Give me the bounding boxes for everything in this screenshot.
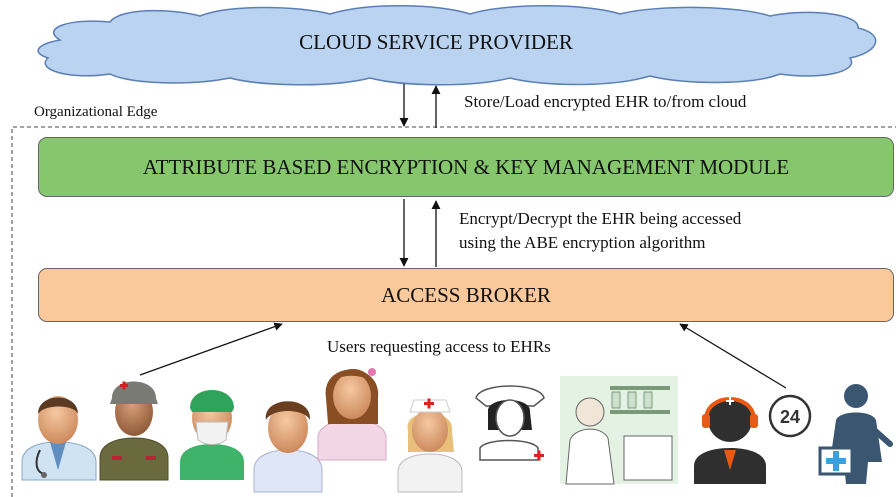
- access-broker: ACCESS BROKER: [38, 268, 894, 322]
- cloud-service-provider-title: CLOUD SERVICE PROVIDER: [299, 30, 573, 54]
- encrypt-note-line1: Encrypt/Decrypt the EHR being accessed: [459, 209, 742, 228]
- store-load-note: Store/Load encrypted EHR to/from cloud: [464, 92, 747, 111]
- organizational-edge-border: [11, 126, 896, 497]
- arrow-users-left-to-broker: [139, 322, 283, 376]
- support-badge-text: 24: [780, 407, 800, 427]
- users-requesting-note: Users requesting access to EHRs: [327, 337, 551, 356]
- nurse-cap-icon: [475, 385, 545, 461]
- support-24-7-icon: 24: [694, 394, 812, 484]
- arrow-users-right-to-broker: [679, 323, 787, 389]
- military-medic-icon: [99, 381, 169, 481]
- abe-module-title: ATTRIBUTE BASED ENCRYPTION & KEY MANAGEM…: [142, 154, 790, 179]
- nurse-icon: [397, 398, 463, 493]
- abe-key-management-module: ATTRIBUTE BASED ENCRYPTION & KEY MANAGEM…: [38, 137, 894, 197]
- pharmacist-icon: [560, 376, 678, 485]
- encrypt-decrypt-note: Encrypt/Decrypt the EHR being accessed u…: [459, 207, 839, 255]
- paramedic-icon: [818, 384, 893, 484]
- encrypt-note-line2: using the ABE encryption algorithm: [459, 233, 706, 252]
- organizational-edge-label: Organizational Edge: [34, 104, 158, 120]
- cloud-shape: [37, 4, 877, 86]
- female-patient-icon: [317, 368, 387, 461]
- doctor-icon: [21, 396, 97, 481]
- surgeon-icon: [180, 390, 244, 480]
- access-broker-title: ACCESS BROKER: [381, 282, 551, 307]
- male-patient-icon: [253, 401, 323, 493]
